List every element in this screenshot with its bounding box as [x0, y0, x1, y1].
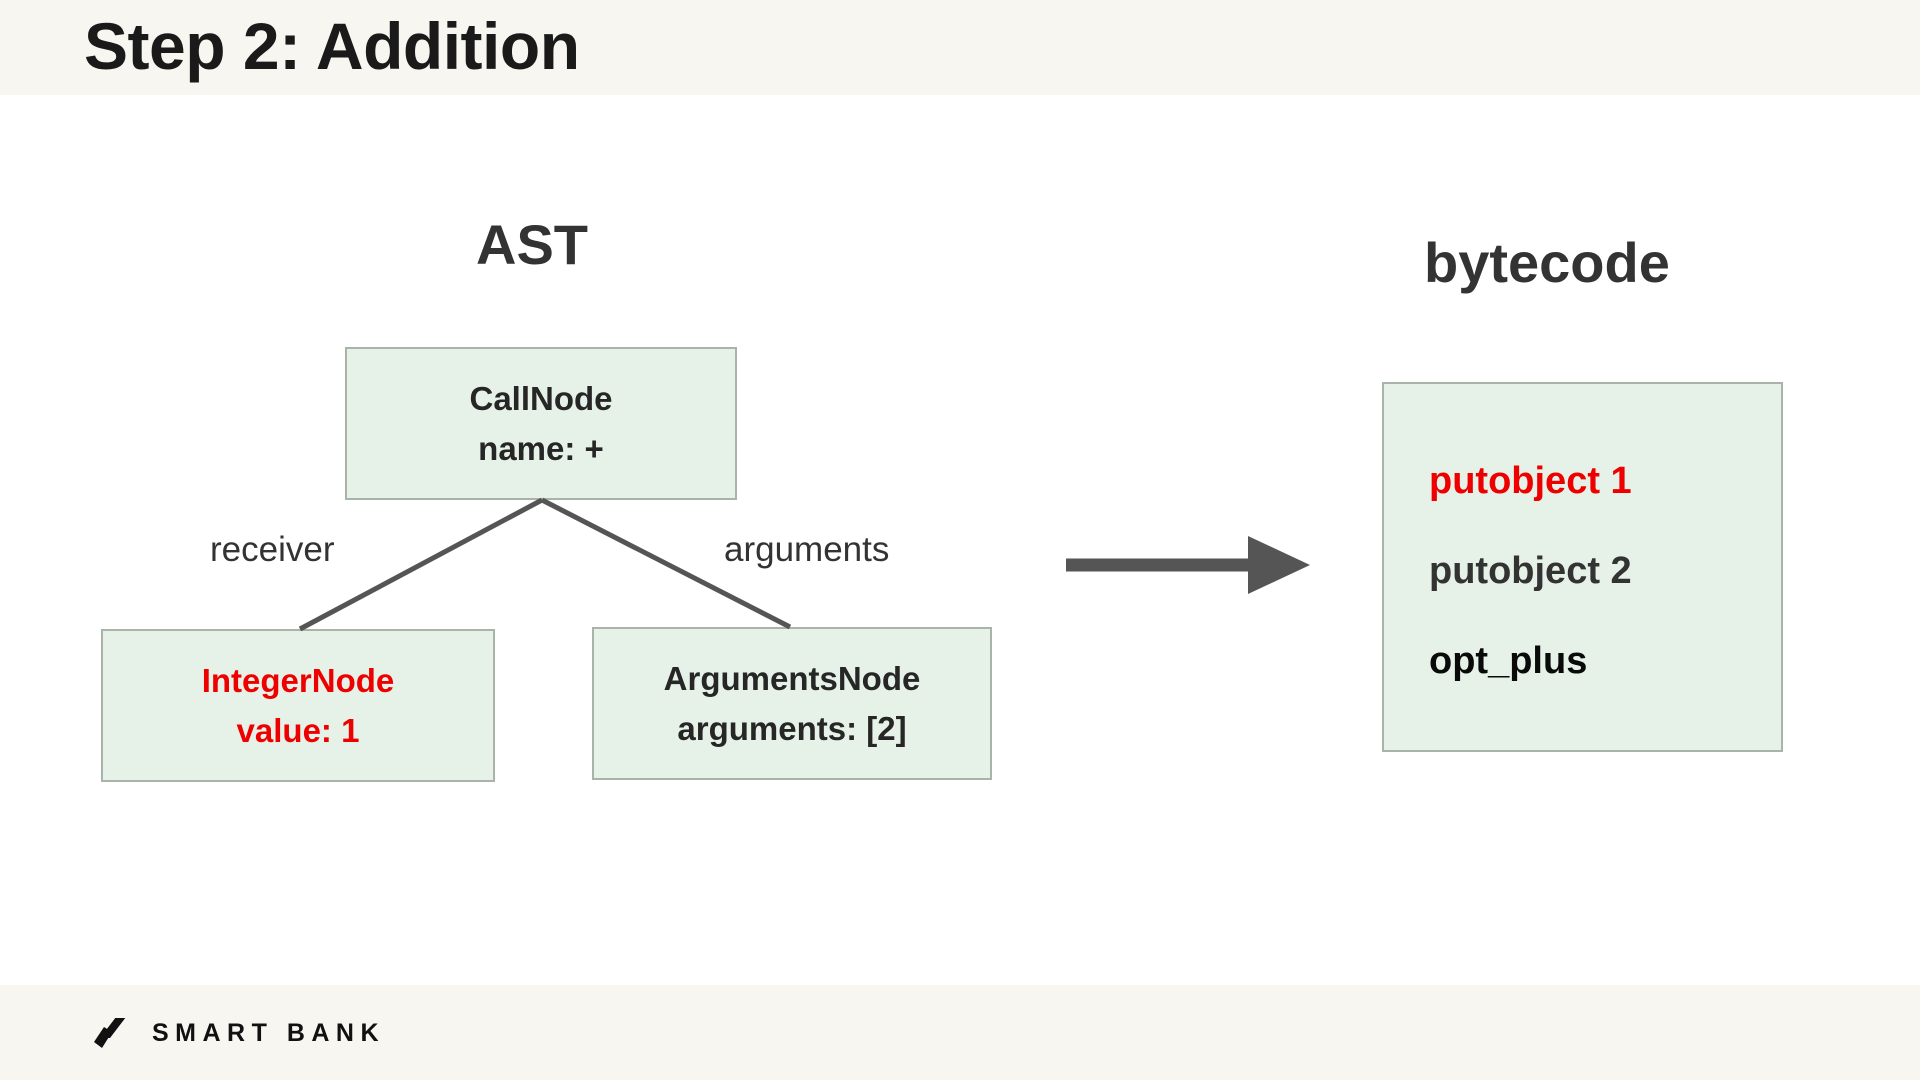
bytecode-instruction-3: opt_plus: [1429, 640, 1588, 682]
bytecode-instruction-1: putobject 1: [1429, 460, 1632, 502]
ast-section-heading: AST: [476, 213, 588, 276]
ast-node-argumentsnode-line2: arguments: [2]: [677, 709, 907, 747]
bytecode-section-heading: bytecode: [1424, 231, 1670, 294]
edge-label-arguments: arguments: [724, 530, 890, 569]
right-arrow-icon: [1066, 536, 1310, 594]
ast-node-integernode: IntegerNode value: 1: [101, 629, 495, 782]
brand-logo: SMART BANK: [92, 1013, 385, 1053]
footer-band: [0, 985, 1920, 1080]
brand-name: SMART BANK: [152, 1018, 386, 1047]
ast-node-callnode: CallNode name: +: [345, 347, 737, 500]
ast-node-callnode-line1: CallNode: [469, 379, 613, 417]
bytecode-instruction-2: putobject 2: [1429, 550, 1632, 592]
ast-node-integernode-line1: IntegerNode: [201, 661, 395, 699]
header-band: [0, 0, 1920, 95]
page-title: Step 2: Addition: [84, 9, 580, 83]
ast-node-callnode-line2: name: +: [478, 429, 604, 467]
ast-node-argumentsnode-line1: ArgumentsNode: [663, 659, 921, 697]
ast-node-argumentsnode: ArgumentsNode arguments: [2]: [592, 627, 992, 780]
ast-node-integernode-line2: value: 1: [236, 711, 360, 749]
edge-label-receiver: receiver: [210, 530, 335, 569]
bytecode-panel: putobject 1 putobject 2 opt_plus: [1382, 382, 1783, 752]
ast-edge-receiver: [298, 497, 544, 632]
smartbank-slash-mark-icon: [94, 1018, 126, 1048]
